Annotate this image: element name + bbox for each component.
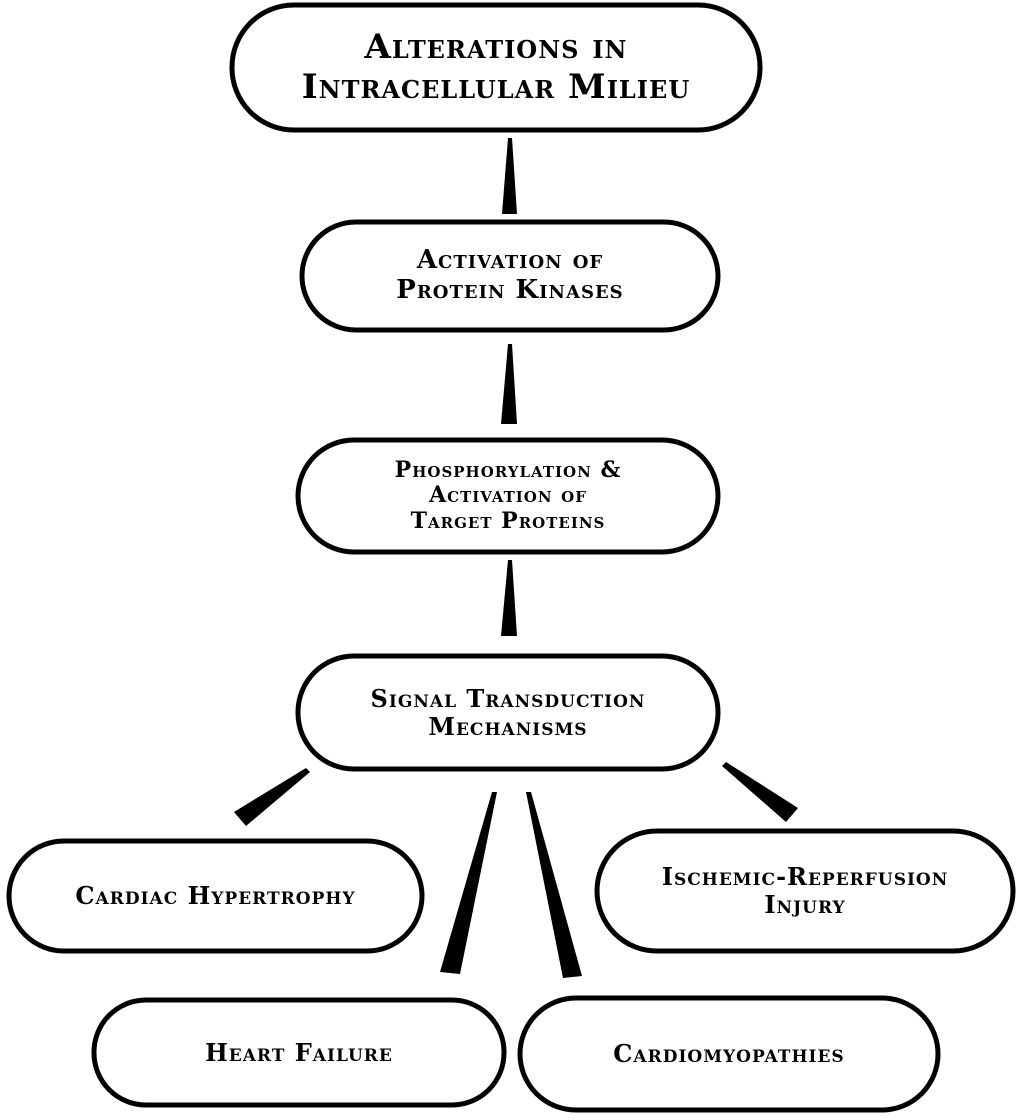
arrow-signal-to-heart-failure	[440, 792, 497, 974]
alterations-line2: Intracellular Milieu	[301, 66, 691, 107]
arrow-signal-to-ischemic	[722, 762, 798, 822]
node-heart-failure-shape	[91, 997, 507, 1108]
phosphorylation-line3: Target Proteins	[410, 507, 606, 534]
node-cardiomyopathies-shape	[517, 995, 941, 1113]
phosphorylation-line1: Phosphorylation &	[394, 457, 622, 484]
node-cardiac-hypertrophy-label: Cardiac Hypertrophy	[9, 841, 422, 951]
node-phosphorylation-shape	[295, 437, 721, 555]
node-signal-transduction-shape	[295, 653, 721, 772]
activation-kinases-line2: Protein Kinases	[396, 275, 624, 305]
phosphorylation-line2: Activation of	[429, 482, 587, 509]
heart-failure-line1: Heart Failure	[205, 1037, 393, 1067]
node-activation-kinases-shape	[299, 219, 721, 333]
signal-transduction-line2: Mechanisms	[428, 711, 588, 741]
arrow-signal-to-cardiomyopathies	[526, 792, 582, 978]
node-signal-transduction-label: Signal Transduction Mechanisms	[298, 656, 718, 769]
node-cardiac-hypertrophy-shape	[6, 838, 425, 954]
activation-kinases-line1: Activation of	[416, 245, 604, 276]
node-alterations-label: Alterations in Intracellular Milieu	[232, 5, 760, 130]
cardiac-hypertrophy-line1: Cardiac Hypertrophy	[75, 881, 356, 911]
arrow-kinases-to-phosphorylation	[501, 344, 517, 424]
alterations-line1: Alterations in	[364, 27, 628, 68]
node-phosphorylation-label: Phosphorylation & Activation of Target P…	[298, 440, 718, 552]
arrow-signal-to-cardiac-hypertrophy	[234, 768, 310, 826]
node-ischemic-reperfusion-label: Ischemic-Reperfusion Injury	[597, 831, 1013, 951]
node-alterations-shape	[229, 2, 763, 133]
node-cardiomyopathies-label: Cardiomyopathies	[520, 998, 938, 1110]
ischemic-reperfusion-line1: Ischemic-Reperfusion	[661, 862, 949, 892]
cardiomyopathies-line1: Cardiomyopathies	[613, 1039, 845, 1069]
node-heart-failure-label: Heart Failure	[94, 1000, 504, 1105]
node-ischemic-reperfusion-shape	[594, 828, 1016, 954]
arrow-phosphorylation-to-signal	[501, 560, 517, 636]
node-activation-kinases-label: Activation of Protein Kinases	[302, 222, 718, 330]
ischemic-reperfusion-line2: Injury	[764, 890, 846, 919]
arrow-alterations-to-kinases	[502, 138, 517, 214]
signal-transduction-line1: Signal Transduction	[370, 683, 646, 713]
